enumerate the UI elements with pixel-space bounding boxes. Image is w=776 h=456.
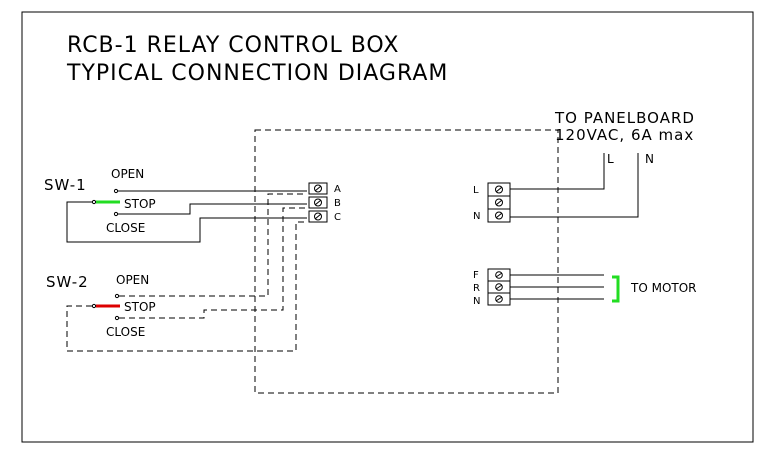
motor-terminal-r-label: R bbox=[473, 283, 480, 294]
sw1-label: SW-1 bbox=[44, 176, 87, 194]
terminal-b-label: B bbox=[334, 198, 341, 209]
relay-control-box bbox=[254, 129, 559, 394]
power-terminal-block bbox=[487, 182, 511, 223]
line-wire bbox=[510, 153, 605, 190]
panelboard-label: TO PANELBOARD bbox=[554, 109, 695, 127]
sw1-common-wire bbox=[66, 201, 307, 243]
sw2-close-wire bbox=[119, 207, 307, 319]
sw1-close-wire bbox=[118, 203, 307, 215]
diagram-title-line2: TYPICAL CONNECTION DIAGRAM bbox=[66, 61, 448, 86]
sw2-label: SW-2 bbox=[46, 273, 89, 291]
terminal-a-label: A bbox=[334, 184, 341, 195]
sw1-close-label: CLOSE bbox=[106, 221, 145, 235]
terminal-c-label: C bbox=[334, 212, 341, 223]
power-terminal-l-label: L bbox=[473, 185, 479, 196]
sw2-switch-contacts bbox=[91, 293, 120, 321]
diagram-title-line1: RCB-1 RELAY CONTROL BOX bbox=[67, 33, 399, 58]
motor-label: TO MOTOR bbox=[630, 281, 697, 295]
sw2-stop-label: STOP bbox=[124, 300, 156, 314]
panelboard-l-label: L bbox=[607, 152, 614, 166]
sw2-open-label: OPEN bbox=[116, 273, 149, 287]
motor-bracket bbox=[612, 275, 620, 303]
motor-terminal-block bbox=[487, 268, 511, 306]
motor-terminal-f-label: F bbox=[473, 270, 479, 281]
motor-terminal-n-label: N bbox=[473, 296, 480, 307]
sw2-common-wire bbox=[66, 221, 307, 352]
sw1-open-label: OPEN bbox=[111, 167, 144, 181]
panelboard-rating: 120VAC, 6A max bbox=[555, 126, 694, 144]
power-terminal-n-label: N bbox=[473, 211, 480, 222]
sw2-open-wire bbox=[119, 193, 307, 297]
sw1-stop-label: STOP bbox=[124, 197, 156, 211]
sw1-switch-contacts bbox=[91, 188, 119, 217]
control-terminal-block bbox=[308, 182, 328, 223]
sw2-close-label: CLOSE bbox=[106, 325, 145, 339]
diagram-border bbox=[21, 11, 754, 443]
neutral-wire bbox=[510, 153, 639, 218]
panelboard-n-label: N bbox=[645, 152, 654, 166]
